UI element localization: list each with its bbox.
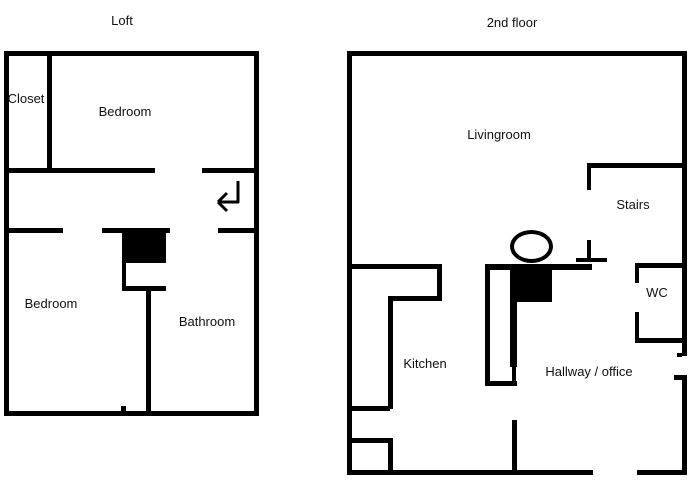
loft-plan-title: Loft xyxy=(111,13,133,28)
floor2-right-wall-opening-tick-bottom xyxy=(674,375,682,380)
loft-corridor-wall-lower-left xyxy=(4,228,63,233)
loft-chimney-ledge-wall xyxy=(122,286,166,291)
room-label-bedroom-upper: Bedroom xyxy=(98,104,152,119)
floor2-stairs-wall-left-lower xyxy=(587,240,591,262)
room-label-bedroom-lower: Bedroom xyxy=(24,296,78,311)
room-label-kitchen: Kitchen xyxy=(403,356,447,371)
floor2-outer-wall-right-lower xyxy=(682,375,687,475)
loft-bathroom-wall xyxy=(146,291,151,413)
floor2-kitchen-wall-top xyxy=(347,264,441,269)
loft-chimney-side-wall xyxy=(122,263,126,290)
room-label-closet: Closet xyxy=(7,91,45,106)
loft-bottom-wall-nub xyxy=(121,406,126,411)
floor2-stairs-wall-left-upper xyxy=(587,163,591,190)
loft-corridor-wall-lower-right xyxy=(218,228,259,233)
loft-outer-wall-right xyxy=(254,51,259,416)
floor2-stairwell-wall-right-thick xyxy=(510,302,517,367)
floor2-stairs-wall-foot xyxy=(576,258,607,262)
room-label-stairs: Stairs xyxy=(616,197,650,212)
loft-outer-wall-bottom xyxy=(4,411,259,416)
floor2-stairs-wall-top xyxy=(588,163,687,168)
room-label-wc: WC xyxy=(646,285,668,300)
oval-table-icon xyxy=(510,230,553,263)
floor2-wc-wall-bottom xyxy=(635,338,687,343)
room-label-bathroom: Bathroom xyxy=(178,314,236,329)
floor2-chimney-block xyxy=(510,266,552,302)
floor2-outer-wall-right-upper xyxy=(682,51,687,356)
room-label-livingroom: Livingroom xyxy=(467,127,531,142)
floor2-outer-wall-bottom-right xyxy=(637,470,687,475)
floor2-stairwell-wall-right-thin xyxy=(512,367,516,383)
loft-chimney-block xyxy=(122,230,166,263)
floor2-kitchen-wall-bottom xyxy=(350,406,390,411)
floor2-outer-wall-left xyxy=(347,51,352,475)
door-swing-arrow-icon xyxy=(216,181,240,213)
floor2-outer-wall-bottom-left xyxy=(347,470,593,475)
floor2-kitchen-wall-inner xyxy=(388,296,393,409)
floor2-outer-wall-top xyxy=(347,51,687,56)
floor2-storage-wall-top xyxy=(350,438,392,443)
floor2-kitchen-wall-mid xyxy=(388,296,442,301)
loft-corridor-wall-upper-right xyxy=(202,168,259,173)
floor2-stairwell-wall-bottom xyxy=(485,381,517,386)
room-label-hallway-office: Hallway / office xyxy=(545,364,633,379)
floor2-wc-wall-left-upper xyxy=(635,263,639,283)
loft-outer-wall-top xyxy=(4,51,259,56)
floor2-storage-wall-right xyxy=(388,438,393,475)
floor2-kitchen-wall-right xyxy=(437,264,442,301)
loft-outer-wall-left xyxy=(4,51,9,416)
loft-closet-wall xyxy=(47,51,52,173)
floor2-stairwell-wall-left xyxy=(485,264,490,386)
floor2-wc-wall-top xyxy=(635,263,687,268)
floor2-hallway-stub-wall xyxy=(512,420,517,475)
loft-corridor-wall-upper-left xyxy=(4,168,155,173)
floor2-wc-wall-left-lower xyxy=(635,312,639,343)
second-floor-plan-title: 2nd floor xyxy=(486,15,538,30)
floor2-right-wall-opening-tick-top xyxy=(677,353,682,357)
